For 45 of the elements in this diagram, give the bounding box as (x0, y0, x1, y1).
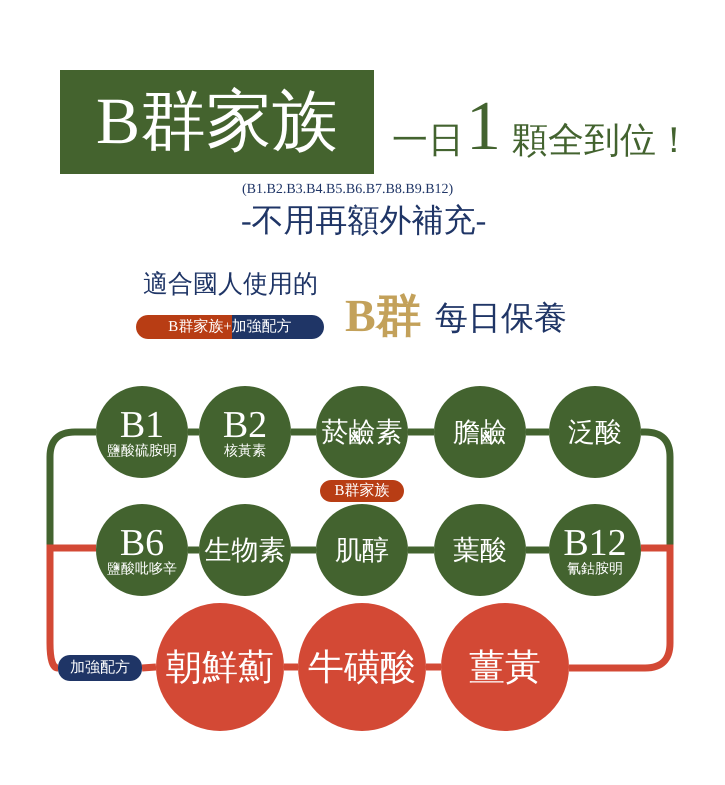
ingredient-name: 薑黃 (469, 649, 541, 685)
ingredient-name: 牛磺酸 (308, 649, 416, 685)
tag-badge (58, 655, 142, 681)
badge-text: B群家族 (334, 484, 390, 498)
connector-line (188, 428, 199, 436)
ingredient-name: 菸鹼素 (322, 418, 402, 446)
badge-text: B群家族+加強配方 (168, 320, 292, 334)
chemical-name: 鹽酸吡哆辛 (107, 562, 177, 576)
subtitle-text: -不用再額外補充- (241, 204, 486, 236)
ingredient-name: 泛酸 (568, 418, 622, 446)
connector-line (284, 664, 298, 670)
chemical-name: 鹽酸硫胺明 (107, 444, 177, 458)
vitamin-name: B12 (563, 524, 627, 562)
connector-line (408, 428, 434, 436)
headline-text: B群 (345, 293, 422, 339)
tag-badge (320, 480, 404, 502)
connector-line (408, 546, 434, 554)
connector-line (142, 664, 156, 672)
chemical-name: 核黃素 (224, 444, 266, 458)
connector-line (426, 664, 441, 670)
title-text: B群家族 (96, 89, 338, 155)
ingredient-name: 朝鮮薊 (166, 649, 274, 685)
tag-pill (136, 315, 324, 339)
connector-line (291, 546, 316, 554)
vitamin-list: (B1.B2.B3.B4.B5.B6.B7.B8.B9.B12) (242, 183, 454, 197)
vitamin-name: B1 (120, 406, 164, 444)
headline-text: 每日保養 (435, 303, 567, 336)
vitamin-name: B2 (222, 406, 268, 444)
headline-text: 適合國人使用的 (143, 272, 318, 297)
connector-line (526, 428, 549, 436)
connector-line (291, 428, 316, 436)
connector-line (569, 544, 674, 672)
chemical-name: 氰鈷胺明 (567, 562, 623, 576)
ingredient-name: 葉酸 (453, 536, 507, 564)
badge-text: 加強配方 (70, 660, 130, 676)
ingredient-name: 肌醇 (335, 536, 389, 564)
vitamin-name: B6 (120, 524, 164, 562)
title-banner (60, 70, 374, 174)
tagline-number: 1 (466, 92, 501, 162)
tagline-text: 顆全到位！ (512, 122, 692, 158)
tagline-text: 一日 (392, 122, 464, 158)
connector-line (188, 546, 199, 554)
connector-line (526, 546, 549, 554)
ingredient-name: 生物素 (204, 536, 286, 564)
ingredient-name: 膽鹼 (453, 418, 507, 446)
